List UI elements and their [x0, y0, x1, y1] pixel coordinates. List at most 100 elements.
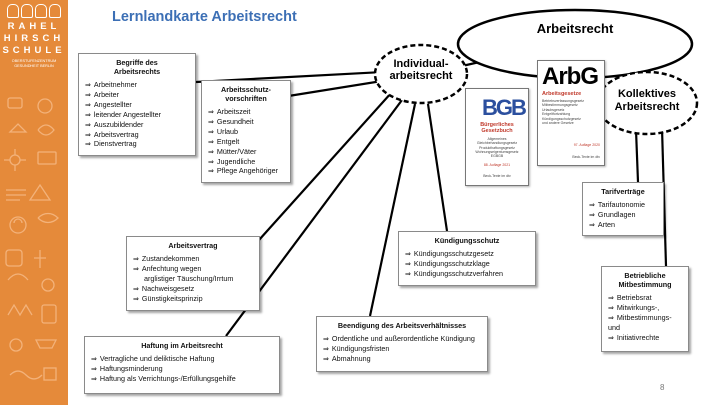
list-item: Vertragliche und deliktische Haftung [91, 354, 273, 365]
box-arbeitsschutzvorschriften: Arbeitsschutz- vorschriften Arbeitszeit … [201, 80, 291, 183]
list-item: Pflege Angehöriger [208, 167, 284, 177]
bgb-line: EGBGB [490, 154, 504, 159]
box-kuendigungsschutz: Kündigungsschutz Kündigungsschutzgesetz … [398, 231, 536, 286]
arbg-line: Urlaubsgesetz [542, 107, 565, 112]
box-begriffe-heading: Begriffe des Arbeitsrechts [85, 58, 189, 76]
arbg-line: Kündigungsschutzgesetz [542, 116, 581, 121]
arbg-title: Arbeitsgesetze [542, 91, 582, 97]
book-bgb-cover: BGB Bürgerliches Gesetzbuch Allgemeines … [465, 88, 529, 186]
list-item: Abmahnung [323, 354, 481, 365]
box-mitbestimmung-list: Betriebsrat Mitwirkungs-, Mitbestimmungs… [608, 293, 682, 344]
box-heading-line: Arbeitsschutz- [221, 85, 271, 94]
arbg-line: Betriebsverfassungsgesetz [542, 99, 585, 103]
arbg-line: Mitbestimmungsgesetz [542, 103, 578, 108]
label-kollektiv-line-2: Arbeitsrecht [614, 101, 680, 113]
box-heading-line: Begriffe des [116, 58, 158, 67]
box-begriffe-list: Arbeitnehmer Arbeiter Angestellter leite… [85, 80, 189, 150]
label-individualarbeitsrecht: Individual- arbeitsrecht [372, 58, 470, 82]
ellipse-individualarbeitsrecht [373, 43, 469, 105]
connector-arbeitsvertrag [258, 91, 393, 241]
list-item: Kündigungsschutzklage [405, 259, 529, 270]
list-item: Kündigungsschutzgesetz [405, 249, 529, 260]
list-item-continuation: und [608, 322, 620, 332]
bgb-logo: BGB [482, 95, 527, 120]
label-arbeitsrecht: Arbeitsrecht [536, 21, 614, 36]
bgb-line: Allgemeines [487, 137, 507, 141]
box-kuendigungsschutz-heading: Kündigungsschutz [434, 236, 500, 245]
box-beendigung-heading: Beendigung des Arbeitsverhältnisses [337, 321, 467, 330]
logo-subtitle: OBERSTUFENZENTRUM GESUNDHEIT BERLIN [11, 59, 57, 68]
label-kollektiv-line-1: Kollektives [617, 88, 677, 100]
list-item: Mütter/Väter [208, 147, 284, 158]
box-mitbestimmung-heading: Betriebliche Mitbestimmung [608, 271, 682, 289]
box-begriffe: Begriffe des Arbeitsrechts Arbeitnehmer … [78, 53, 196, 156]
list-item: Arbeitsvertrag [85, 130, 189, 141]
page-number: 8 [660, 383, 665, 392]
arbg-publisher: Beck-Texte im dtv [572, 155, 600, 159]
box-beendigung-list: Ordentliche und außerordentliche Kündigu… [323, 334, 481, 365]
list-item: Dienstvertrag [85, 140, 189, 150]
label-individual-line-2: arbeitsrecht [389, 70, 453, 82]
list-item: leitender Angestellter [85, 110, 189, 121]
list-item: Jugendliche [208, 157, 284, 168]
list-item: Arbeitszeit [208, 107, 284, 118]
bgb-edition: 88. Auflage 2021 [483, 163, 511, 167]
connector-kuendigungsschutz [426, 103, 449, 232]
logo-line-2: HIRSCH [3, 33, 65, 44]
bgb-contents: Allgemeines Gleichbehandlungsgesetz Prod… [470, 137, 524, 158]
box-arbeitsvertrag-list: Zustandekommen Anfechtung wegen arglisti… [133, 254, 253, 305]
list-item: Gesundheit [208, 117, 284, 128]
page-title: Lernlandkarte Arbeitsrecht [112, 9, 297, 25]
connector-mitbestimmung [660, 127, 668, 267]
list-item: Entgelt [208, 137, 284, 148]
arbg-line: und andere Gesetze [542, 121, 574, 126]
list-item: Haftung als Verrichtungs-/Erfüllungsgehi… [91, 374, 273, 385]
box-tarif-list: Tarifautonomie Grundlagen Arten [589, 200, 657, 231]
bgb-line: Produkthaftungsgesetz [479, 145, 515, 150]
box-heading-line: Mitbestimmung [618, 280, 672, 289]
list-item: Urlaub [208, 127, 284, 138]
logo-line-3: SCHULE [2, 45, 66, 56]
list-item: Arbeitnehmer [85, 80, 189, 91]
list-item: Ordentliche und außerordentliche Kündigu… [323, 334, 481, 345]
box-heading-line: vorschriften [225, 94, 267, 103]
box-heading-line: Betriebliche [624, 271, 666, 280]
box-arbeitsschutz-heading: Arbeitsschutz- vorschriften [208, 85, 284, 103]
arbg-logo: ArbG [542, 63, 599, 90]
connector-tarif [634, 129, 640, 183]
box-kuendigungsschutz-list: Kündigungsschutzgesetz Kündigungsschutzk… [405, 249, 529, 280]
bgb-line: Gleichbehandlungsgesetz [476, 141, 518, 146]
box-heading-line: Arbeitsrechts [113, 67, 161, 76]
list-item: Angestellter [85, 100, 189, 111]
list-item: Anfechtung wegen [133, 264, 253, 275]
list-item: Zustandekommen [133, 254, 253, 265]
arbg-line: Entgeltfortzahlung [542, 112, 571, 117]
school-logo-sidebar: RAHEL HIRSCH SCHULE OBERSTUFENZENTRUM GE… [0, 0, 68, 405]
logo-arch-icon [4, 4, 64, 18]
bgb-title: Bürgerliches Gesetzbuch [480, 122, 514, 134]
connector-arbeitsschutz [275, 78, 389, 100]
list-item: Tarifautonomie [589, 200, 657, 211]
list-item: Mitwirkungs-, [608, 303, 682, 314]
list-item: Günstigkeitsprinzip [133, 294, 253, 305]
list-item: Mitbestimmungs- [608, 313, 682, 324]
list-item: Kündigungsschutzverfahren [405, 269, 529, 280]
list-item: Arten [589, 220, 657, 231]
list-item: Initiativrechte [608, 333, 682, 344]
box-beendigung: Beendigung des Arbeitsverhältnisses Orde… [316, 316, 488, 372]
arbg-contents: Betriebsverfassungsgesetz Mitbestimmungs… [542, 99, 600, 125]
box-tarifvertraege: Tarifverträge Tarifautonomie Grundlagen … [582, 182, 664, 236]
connector-beendigung [368, 103, 417, 317]
box-tarif-heading: Tarifverträge [601, 187, 645, 196]
box-arbeitsschutz-list: Arbeitszeit Gesundheit Urlaub Entgelt Mü… [208, 107, 284, 177]
logo-line-1: RAHEL [7, 21, 61, 32]
list-item: Betriebsrat [608, 293, 682, 304]
box-arbeitsvertrag: Arbeitsvertrag Zustandekommen Anfechtung… [126, 236, 260, 311]
list-item: Haftungsminderung [91, 364, 273, 375]
decorative-doodles-icon [4, 97, 59, 381]
box-haftung: Haftung im Arbeitsrecht Vertragliche und… [84, 336, 280, 394]
list-item: Auszubildender [85, 120, 189, 131]
list-item-continuation: arglistiger Täuschung/Irrtum [144, 273, 234, 283]
label-individual-line-1: Individual- [393, 58, 449, 70]
arbg-edition: 97. Auflage 2020 [573, 143, 600, 147]
